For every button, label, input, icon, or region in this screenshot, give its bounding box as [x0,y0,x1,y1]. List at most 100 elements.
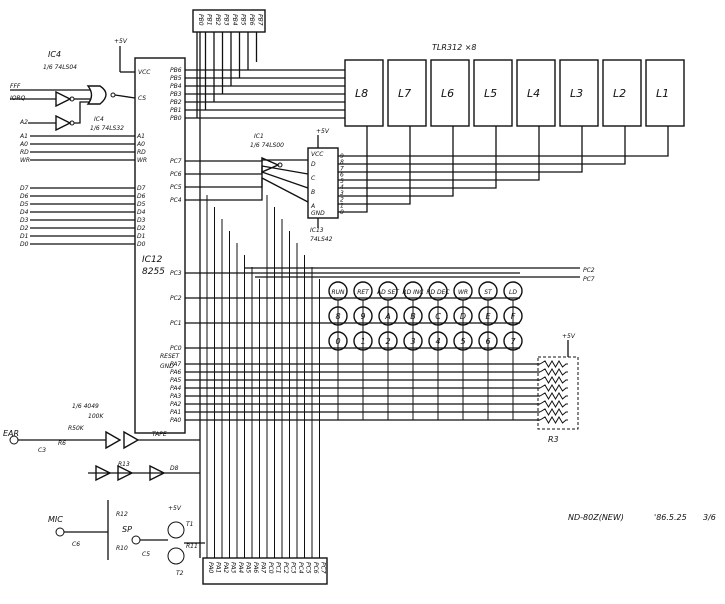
ic12-pc-pin: PC5 [170,184,182,191]
tape-circuit: 1/6 4049 EAR C3 R6 100K R50K TAPE D8 R13… [3,403,205,577]
ic12-pb-pin: PB4 [170,83,182,90]
display-digit-label: L4 [527,87,540,100]
rd-label: RD [20,149,29,156]
ic13-power: +5V [316,128,330,135]
ic12-pa-pin: PA6 [170,369,181,376]
digit-select-wire [338,126,411,205]
ear-label: EAR [3,429,19,438]
r3-name: R3 [548,435,559,444]
ic13-in-pin: C [311,175,316,182]
display-digit-label: L1 [656,87,669,100]
wr-label: WR [20,157,30,164]
ic12-pin-labels: A1A0RDWRD7D6D5D4D3D2D1D0PB6PB5PB4PB3PB2P… [136,67,182,424]
digit-select-wire [338,126,497,189]
t1-label: T1 [186,521,193,528]
display-digit-label: L7 [398,87,411,100]
cpu-bus-inputs: A1 A0 RD WR D7 D6 D5 D4 D3 D2 D1 D0 [19,133,30,248]
bus-wiring [30,32,669,558]
display-digit [473,59,513,127]
top-header-pin: PB3 [223,14,230,26]
digit-select-wire [338,126,626,165]
ic13-in-pin: B [311,189,315,196]
sheet-number: 3/6 [703,513,716,522]
ic4-part-b: 1/6 74LS32 [90,125,124,132]
ic12-pa-pin: PA3 [170,393,181,400]
drawing-id: ND-80Z(NEW) [568,513,624,522]
ic13-out-pin: 8 [340,159,344,166]
display-digit-label: L3 [570,87,583,100]
bottom-header-pin: PC6 [312,562,319,574]
top-header-pin: PB0 [197,14,204,26]
pc-hi-wire [185,159,308,162]
ic12-pc-pin: PC0 [170,345,182,352]
ic12-8255: IC12 8255 VCC CS RESET GND A1A0RDWRD7D6D… [134,57,186,434]
bottom-header-pin: PA1 [215,562,222,573]
ic12-left-pin: D3 [137,217,146,224]
tape-label: TAPE [152,431,167,438]
display-digit [602,59,642,127]
display-digit [516,59,556,127]
ic1-gate: IC1 1/6 74LS00 [250,133,284,174]
sp-cap-label: C5 [142,551,150,558]
display-digit-label: L8 [355,87,368,100]
ic12-pa-pin: PA2 [170,401,181,408]
ic13-body [307,147,339,219]
ic4049-part: 1/6 4049 [72,403,99,410]
display-digit [645,59,685,127]
d3-label: D3 [20,217,29,224]
ic12-pa-pin: PA0 [170,417,181,424]
a1-label: A1 [19,133,28,140]
mic-jack [55,527,65,537]
sp-jack [131,535,141,545]
ic13-out-pin: 2 [340,196,344,203]
ic13-out-pin: 1 [340,203,344,210]
t2-body [167,547,185,565]
keypad-key-label: RET [357,289,370,296]
ic4-buf-out-wire [74,101,90,124]
ic12-reset-pin: RESET [160,353,181,360]
feedback-res-label: 100K [88,413,104,420]
ic12-pc-pin: PC3 [170,270,182,277]
ic13-vcc: VCC [311,151,324,158]
ic1-inverter [261,156,280,174]
ic12-left-pin: WR [137,157,147,164]
keypad-key-label: AD SET [376,289,400,296]
display-digit [344,59,384,127]
ic12-pb-pin: PB6 [170,67,182,74]
ear-res-label: R6 [58,440,66,447]
ic12-left-pin: A1 [136,133,145,140]
bottom-header-pin: PA3 [230,562,237,573]
ic12-left-pin: D7 [137,185,146,192]
ic12-left-pin: D6 [137,193,146,200]
ic13-name: IC13 [310,227,324,234]
top-header-box [192,9,266,33]
ic13-in-pin: D [311,161,316,168]
display-digit [559,59,599,127]
top-header-pin: PB7 [257,14,264,26]
digit-select-wire [338,126,583,173]
r3-resistor [539,408,568,416]
ic4-name: IC4 [48,50,61,59]
a0-label: A0 [19,141,28,148]
display-digit [430,59,470,127]
ic4-inverter [55,90,72,108]
ic12-pa-pin: PA5 [170,377,181,384]
cs-wire [114,94,136,99]
ic4-part-a: 1/6 74LS04 [43,64,77,71]
ic12-left-pin: D0 [137,241,146,248]
ic12-pb-pin: PB3 [170,91,182,98]
bottom-header-pin: PA5 [245,562,252,573]
keypad-key-label: LD [509,289,517,296]
display-digit-label: L6 [441,87,454,100]
ic12-pc-pin: PC1 [170,320,182,327]
r12-label: R12 [116,511,128,518]
bottom-header-pin: PC1 [275,562,282,574]
fff-label: FFF [10,83,21,90]
transistor-power: +5V [168,505,182,512]
r3-resistor [539,360,568,368]
